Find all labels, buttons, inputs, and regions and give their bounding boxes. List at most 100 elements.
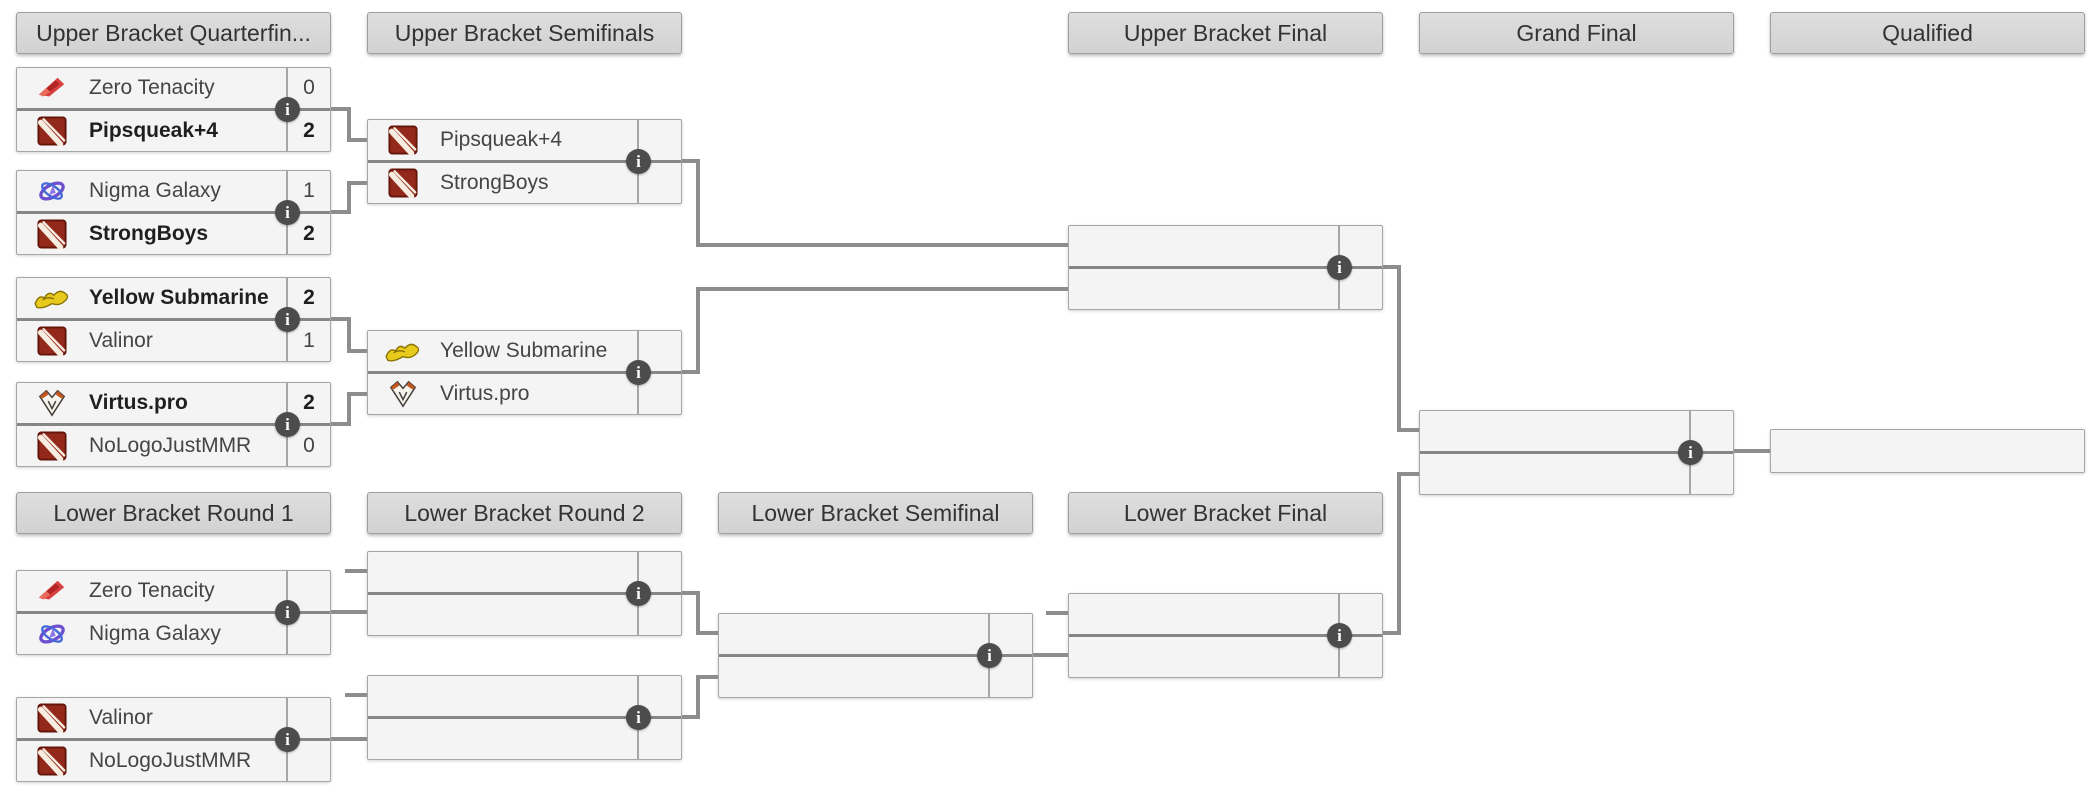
match-info-icon[interactable]: i [275, 727, 300, 752]
team-name[interactable]: Zero Tenacity [89, 579, 215, 602]
team-name[interactable]: NoLogoJustMMR [89, 749, 252, 772]
team-score: 2 [303, 286, 315, 309]
team-score: 0 [303, 434, 315, 457]
match-lb-r1a: Zero Tenacity Nigma Galaxy i [16, 570, 331, 655]
match-lb-final: i [1068, 593, 1383, 678]
team-slot[interactable]: Virtus.pro 2 [17, 383, 330, 423]
match-divider [1420, 451, 1733, 454]
round-header-ub-semifinals: Upper Bracket Semifinals [367, 12, 682, 54]
match-info-icon[interactable]: i [275, 200, 300, 225]
connector-line [331, 422, 347, 426]
team-slot[interactable]: Pipsqueak+4 [368, 120, 681, 160]
team-name[interactable]: Pipsqueak+4 [89, 119, 218, 142]
connector-line [1397, 472, 1401, 635]
connector-line-bye [345, 693, 367, 697]
match-ub-sf1: Pipsqueak+4 StrongBoys i [367, 119, 682, 204]
match-info-icon[interactable]: i [626, 581, 651, 606]
virtus-pro-logo [382, 378, 424, 410]
round-header-ub-final: Upper Bracket Final [1068, 12, 1383, 54]
nigma-galaxy-logo [31, 618, 73, 650]
team-name[interactable]: StrongBoys [440, 171, 549, 194]
zero-tenacity-logo [31, 575, 73, 607]
match-divider [17, 423, 330, 426]
connector-line [331, 210, 347, 214]
match-grand-final: i [1419, 410, 1734, 495]
team-score: 2 [303, 119, 315, 142]
qualified-slot [1770, 429, 2085, 473]
team-name[interactable]: Pipsqueak+4 [440, 128, 563, 151]
connector-line [700, 631, 718, 635]
match-info-icon[interactable]: i [1327, 255, 1352, 280]
dota2-logo [382, 124, 424, 156]
team-slot[interactable]: Yellow Submarine [368, 331, 681, 371]
match-info-icon[interactable]: i [275, 97, 300, 122]
team-name[interactable]: Virtus.pro [89, 391, 188, 414]
round-header-lb-round1: Lower Bracket Round 1 [16, 492, 331, 534]
connector-line [331, 317, 347, 321]
connector-line [682, 591, 698, 595]
team-slot[interactable]: Nigma Galaxy 1 [17, 171, 330, 211]
team-name[interactable]: Virtus.pro [440, 382, 530, 405]
match-info-icon[interactable]: i [1327, 623, 1352, 648]
connector-line [1397, 265, 1401, 432]
team-slot[interactable]: Nigma Galaxy [17, 614, 330, 654]
connector-line [700, 287, 1068, 291]
team-slot[interactable]: NoLogoJustMMR [17, 741, 330, 781]
match-info-icon[interactable]: i [626, 705, 651, 730]
match-divider [368, 716, 681, 719]
match-lb-r2a: i [367, 551, 682, 636]
match-info-icon[interactable]: i [977, 643, 1002, 668]
connector-line [331, 107, 347, 111]
connector-line [1401, 472, 1419, 476]
connector-line [682, 715, 698, 719]
team-name[interactable]: Nigma Galaxy [89, 622, 221, 645]
match-info-icon[interactable]: i [275, 412, 300, 437]
connector-line [351, 392, 367, 396]
round-header-ub-quarterfinals: Upper Bracket Quarterfin... [16, 12, 331, 54]
team-slot[interactable]: Zero Tenacity [17, 571, 330, 611]
connector-line [696, 287, 700, 374]
yellow-submarine-logo [382, 335, 424, 367]
virtus-pro-logo [31, 387, 73, 419]
team-slot-empty [1771, 430, 2084, 472]
match-info-icon[interactable]: i [275, 307, 300, 332]
team-name[interactable]: Valinor [89, 706, 153, 729]
team-slot[interactable]: NoLogoJustMMR 0 [17, 426, 330, 466]
team-slot[interactable]: StrongBoys [368, 163, 681, 203]
match-info-icon[interactable]: i [1678, 440, 1703, 465]
connector-line [682, 370, 698, 374]
match-info-icon[interactable]: i [275, 600, 300, 625]
team-slot[interactable]: Yellow Submarine 2 [17, 278, 330, 318]
team-name[interactable]: StrongBoys [89, 222, 209, 245]
connector-line-bye [345, 569, 367, 573]
team-slot[interactable]: Pipsqueak+4 2 [17, 111, 330, 151]
connector-line [351, 181, 367, 185]
team-score: 1 [303, 179, 315, 202]
team-slot[interactable]: Valinor 1 [17, 321, 330, 361]
match-info-icon[interactable]: i [626, 360, 651, 385]
connector-line [696, 591, 700, 635]
connector-line [696, 675, 700, 719]
team-name[interactable]: Yellow Submarine [89, 286, 269, 309]
match-divider [17, 738, 330, 741]
match-divider [1069, 266, 1382, 269]
team-slot[interactable]: Valinor [17, 698, 330, 738]
match-divider [17, 611, 330, 614]
match-info-icon[interactable]: i [626, 149, 651, 174]
nigma-galaxy-logo [31, 175, 73, 207]
team-name[interactable]: Valinor [89, 329, 153, 352]
connector-line [1401, 428, 1419, 432]
match-divider [368, 160, 681, 163]
team-slot[interactable]: Zero Tenacity 0 [17, 68, 330, 108]
team-name[interactable]: Yellow Submarine [440, 339, 608, 362]
team-name[interactable]: NoLogoJustMMR [89, 434, 252, 457]
team-slot[interactable]: StrongBoys 2 [17, 214, 330, 254]
team-name[interactable]: Zero Tenacity [89, 76, 215, 99]
dota2-logo [31, 115, 73, 147]
team-slot[interactable]: Virtus.pro [368, 374, 681, 414]
connector-line [1383, 265, 1399, 269]
connector-line [331, 737, 367, 741]
team-name[interactable]: Nigma Galaxy [89, 179, 221, 202]
connector-line [331, 610, 367, 614]
